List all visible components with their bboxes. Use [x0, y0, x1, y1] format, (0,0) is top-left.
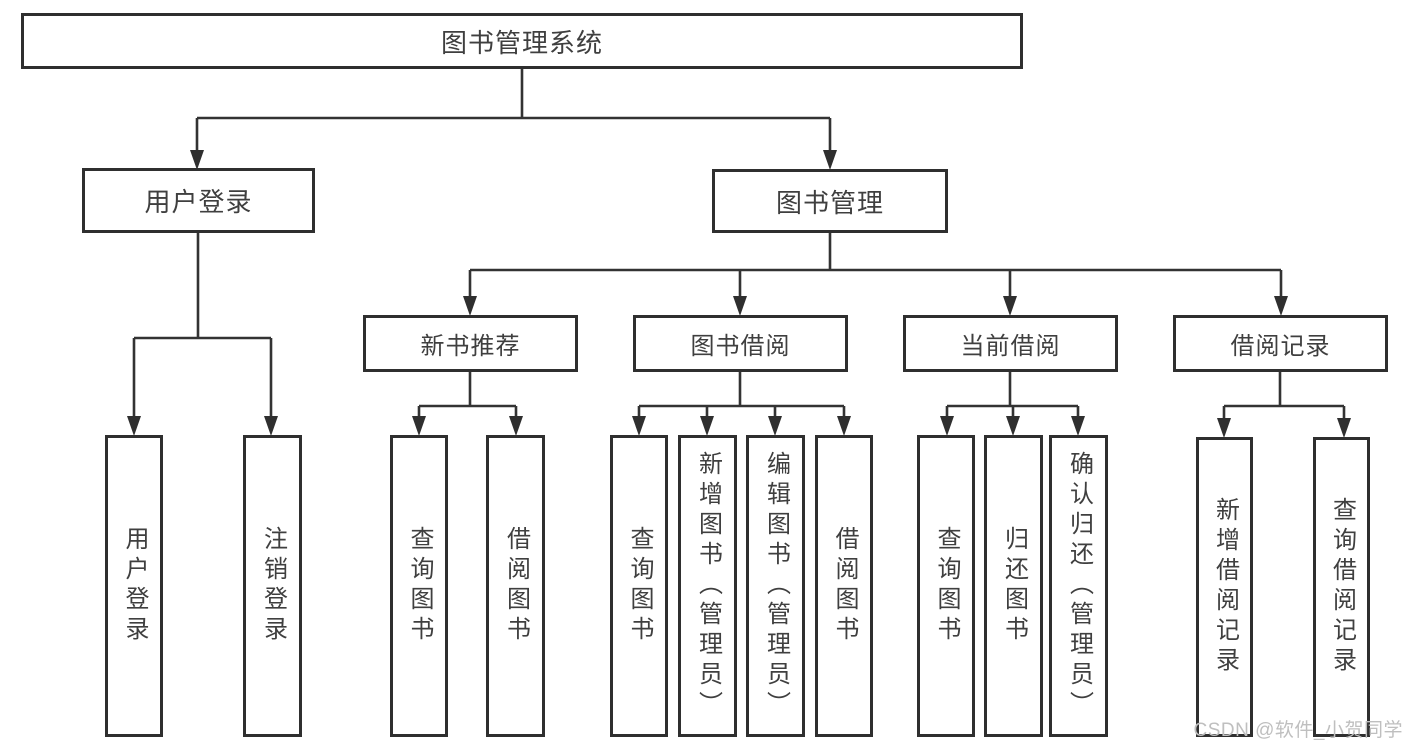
arrowhead	[940, 416, 954, 436]
leaf-query-book-recommend: 查询图书	[390, 435, 448, 737]
leaf-return-book: 归还图书	[984, 435, 1043, 737]
arrowhead	[412, 416, 426, 436]
tree-edges	[132, 69, 1346, 421]
leaf-query-book-borrow: 查询图书	[610, 435, 668, 737]
leaf-confirm-return-admin: 确认归还（管理员）	[1049, 435, 1108, 737]
arrowhead	[733, 296, 747, 316]
arrowhead	[127, 416, 141, 436]
leaf-borrow-book-recommend: 借阅图书	[486, 435, 545, 737]
node-user-login: 用户登录	[82, 168, 315, 233]
arrowhead	[1274, 296, 1288, 316]
arrowhead	[768, 416, 782, 436]
arrowhead	[1006, 416, 1020, 436]
leaf-query-book-current: 查询图书	[917, 435, 975, 737]
arrowhead	[264, 416, 278, 436]
arrowhead	[463, 296, 477, 316]
arrowhead	[1337, 418, 1351, 438]
node-book-management: 图书管理	[712, 169, 948, 233]
leaf-logout: 注销登录	[243, 435, 302, 737]
leaf-query-borrow-record: 查询借阅记录	[1313, 437, 1370, 737]
csdn-watermark: CSDN @软件_小贺同学	[1193, 720, 1403, 741]
arrowhead	[700, 416, 714, 436]
arrowheads	[127, 150, 1351, 438]
arrowhead	[837, 416, 851, 436]
arrowhead	[1071, 416, 1085, 436]
arrowhead	[509, 416, 523, 436]
arrowhead	[190, 150, 204, 170]
arrowhead	[632, 416, 646, 436]
node-current-borrow: 当前借阅	[903, 315, 1118, 372]
arrowhead	[1003, 296, 1017, 316]
leaf-add-borrow-record: 新增借阅记录	[1196, 437, 1253, 737]
node-library-management-system: 图书管理系统	[21, 13, 1023, 69]
leaf-edit-book-admin: 编辑图书（管理员）	[746, 435, 805, 737]
node-new-book-recommend: 新书推荐	[363, 315, 578, 372]
arrowhead	[1217, 418, 1231, 438]
leaf-add-book-admin: 新增图书（管理员）	[678, 435, 737, 737]
node-borrow-record: 借阅记录	[1173, 315, 1388, 372]
node-book-borrow: 图书借阅	[633, 315, 848, 372]
arrowhead	[823, 150, 837, 170]
leaf-borrow-book: 借阅图书	[815, 435, 873, 737]
leaf-user-login: 用户登录	[105, 435, 163, 737]
